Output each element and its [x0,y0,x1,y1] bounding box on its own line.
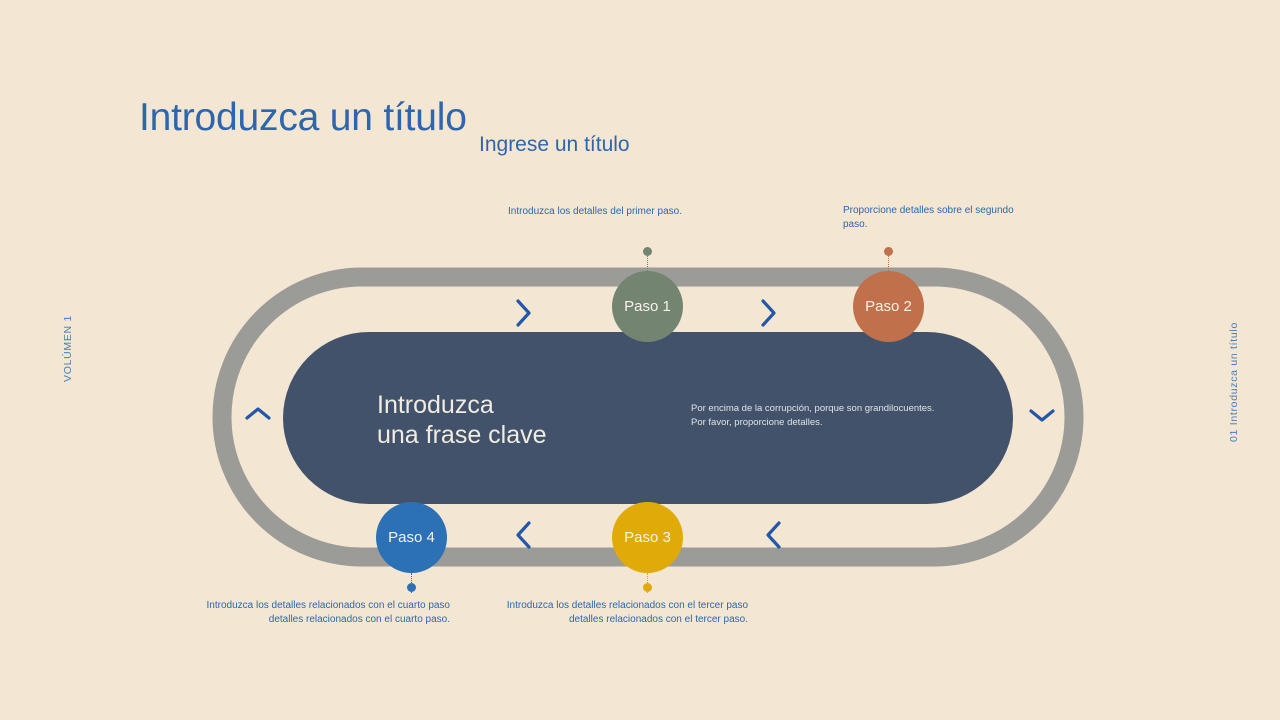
step-label: Paso 1 [624,298,671,315]
page-subtitle: Ingrese un título [479,133,630,156]
step-circle-3[interactable]: Paso 3 [612,502,683,573]
step-connector-dot [643,583,652,592]
center-heading: Introduzca una frase clave [377,391,547,449]
step-connector-dot [884,247,893,256]
step-connector-dot [407,583,416,592]
step-caption-1: Introduzca los detalles del primer paso. [508,206,682,217]
page-title: Introduzca un título [139,96,467,139]
step-connector-dot [643,247,652,256]
step-connector-line [647,256,648,277]
step-circle-2[interactable]: Paso 2 [853,271,924,342]
volume-label: VOLÚMEN 1 [62,315,74,382]
step-caption-2: Proporcione detalles sobre el segundo pa… [843,205,1014,230]
section-label: 01 Introduzca un título [1228,321,1240,442]
step-circle-1[interactable]: Paso 1 [612,271,683,342]
step-circle-4[interactable]: Paso 4 [376,502,447,573]
chevron-left-icon [516,521,531,549]
step-label: Paso 4 [388,529,435,546]
step-label: Paso 2 [865,298,912,315]
step-connector-line [888,256,889,277]
step-label: Paso 3 [624,529,671,546]
center-body-text: Por encima de la corrupción, porque son … [691,403,935,428]
chevron-right-icon [761,299,776,327]
chevron-up-icon [245,407,271,420]
step-caption-3: Introduzca los detalles relacionados con… [506,600,748,625]
chevron-left-icon [766,521,781,549]
chevron-down-icon [1029,409,1055,422]
chevron-right-icon [516,299,531,327]
step-caption-4: Introduzca los detalles relacionados con… [206,600,450,625]
